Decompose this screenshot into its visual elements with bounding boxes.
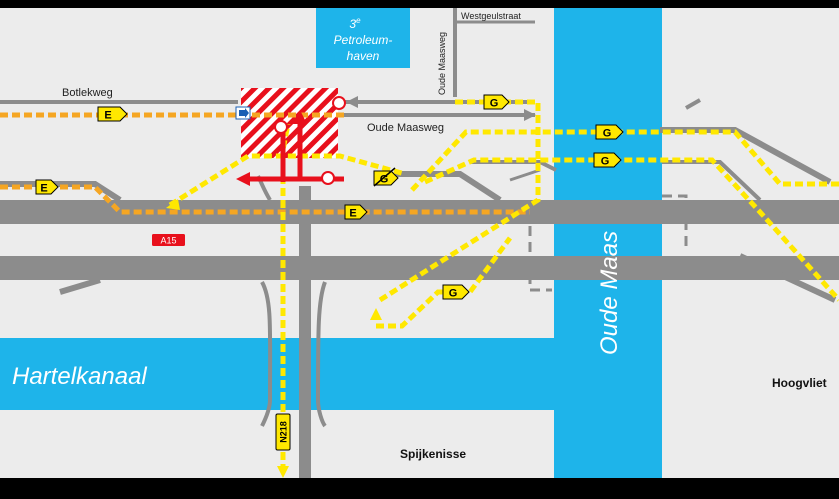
route-g-n218 bbox=[280, 123, 291, 472]
svg-text:G: G bbox=[601, 156, 610, 168]
basin-label-line2: Petroleum- bbox=[334, 33, 393, 47]
route-g-upper-east bbox=[410, 129, 839, 192]
a15-shield-label: A15 bbox=[160, 236, 176, 246]
oude-maasweg-label: Oude Maasweg bbox=[367, 122, 444, 134]
ramp-west-parallel bbox=[0, 181, 122, 203]
westgeulstraat-label: Westgeulstraat bbox=[461, 11, 521, 21]
botlekweg-label: Botlekweg bbox=[62, 87, 113, 99]
route-g-west-loop bbox=[168, 153, 406, 208]
ramp-east-south bbox=[738, 253, 837, 303]
strike-through-icon bbox=[373, 167, 396, 187]
marker-g-1: G bbox=[483, 94, 510, 110]
marker-e-3: E bbox=[344, 204, 368, 220]
road-closed-circle-icon bbox=[321, 171, 335, 185]
arrow-north-south-return-icon bbox=[370, 308, 382, 320]
red-arrow-west-icon bbox=[236, 172, 250, 186]
detour-markers: E E E G G G G G bbox=[35, 94, 624, 300]
spijkenisse-label: Spijkenisse bbox=[400, 447, 466, 461]
oude-maas-label: Oude Maas bbox=[596, 231, 623, 355]
petroleumhaven-water bbox=[316, 8, 410, 68]
svg-text:G: G bbox=[449, 288, 458, 300]
ramp-curve-west bbox=[260, 281, 273, 427]
arrow-grey-oude-maasweg-icon bbox=[346, 96, 358, 108]
route-g-south-return bbox=[376, 236, 513, 329]
marker-e-1: E bbox=[97, 106, 128, 122]
svg-text:G: G bbox=[603, 128, 612, 140]
oude-maasweg-vertical-label: Oude Maasweg bbox=[437, 32, 447, 95]
svg-text:G: G bbox=[490, 98, 499, 110]
dashed-road-east-bank bbox=[662, 194, 688, 250]
marker-e-2: E bbox=[35, 179, 59, 195]
a15-shield bbox=[152, 234, 185, 246]
marker-g-3: G bbox=[593, 152, 622, 168]
hartelkanaal-water bbox=[0, 338, 556, 410]
a15-south-carriageway bbox=[0, 256, 839, 280]
hartelkanaal-label: Hartelkanaal bbox=[12, 363, 147, 390]
hatched-closure-area-icon bbox=[241, 88, 338, 158]
basin-label-line1: 3e bbox=[349, 16, 361, 31]
red-arrow-north-icon bbox=[293, 110, 307, 124]
route-g-lower-east bbox=[423, 157, 839, 302]
stub-east-ne bbox=[685, 98, 701, 110]
svg-text:E: E bbox=[349, 208, 356, 220]
blue-arrow-glyph-icon bbox=[239, 108, 249, 118]
connector-far-east bbox=[662, 160, 762, 202]
n218-shield: N218 bbox=[275, 413, 291, 451]
oude-maas-water bbox=[554, 8, 662, 478]
svg-text:E: E bbox=[104, 110, 111, 122]
svg-text:G: G bbox=[380, 174, 389, 186]
svg-text:E: E bbox=[40, 183, 47, 195]
basin-label-line3: haven bbox=[347, 49, 380, 63]
dashed-road-west-bank bbox=[528, 210, 552, 292]
arrow-west-loop-icon bbox=[166, 199, 180, 210]
marker-g-4: G bbox=[442, 284, 470, 300]
n218-label: N218 bbox=[279, 421, 289, 443]
ramp-curve-east bbox=[315, 281, 327, 428]
arrow-south-n218-icon bbox=[277, 466, 289, 478]
hoogvliet-label: Hoogvliet bbox=[772, 376, 827, 390]
road-closed-circle-icon bbox=[332, 96, 346, 110]
ramp-west-south bbox=[59, 277, 101, 295]
arrow-grey-east-icon bbox=[524, 109, 536, 121]
marker-g-2: G bbox=[595, 124, 624, 140]
connector-east-north bbox=[395, 171, 502, 203]
marker-g-5-crossed: G bbox=[373, 167, 399, 187]
ramp-stub-east bbox=[509, 168, 541, 182]
road-closed-circle-icon bbox=[274, 120, 288, 134]
route-e-a15 bbox=[0, 184, 530, 215]
